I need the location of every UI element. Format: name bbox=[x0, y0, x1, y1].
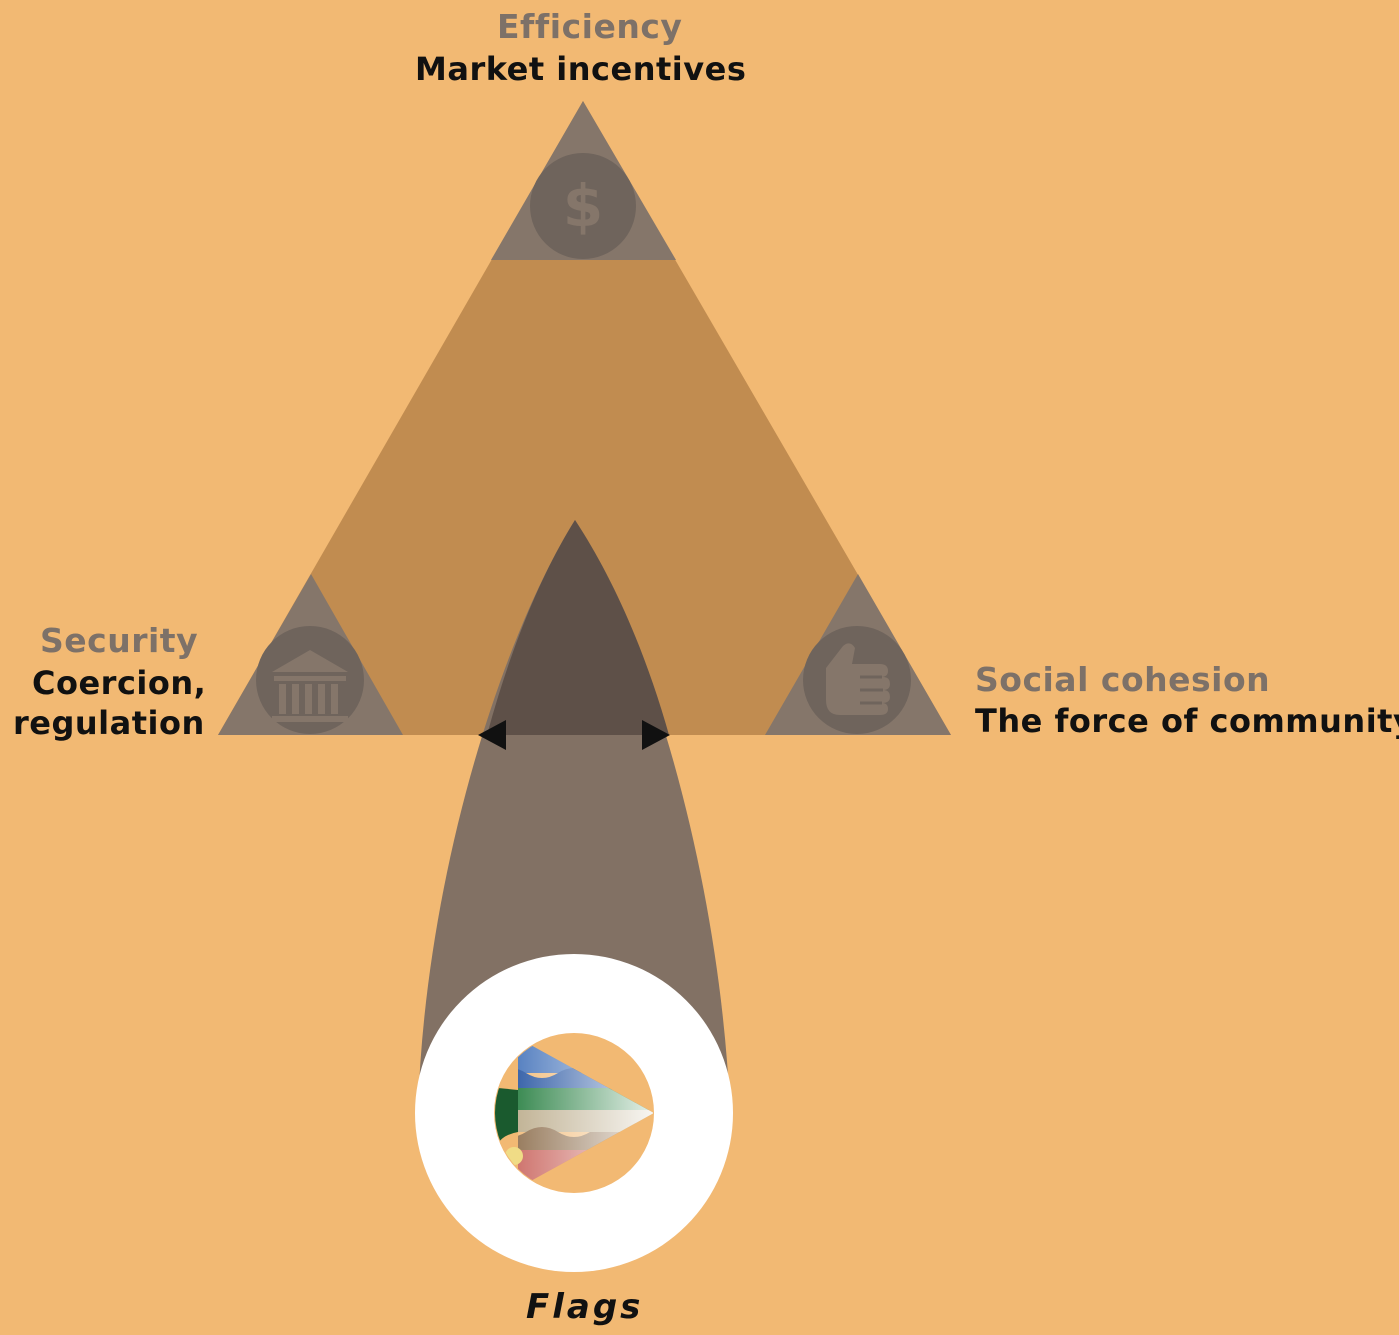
flags-beam-tip bbox=[487, 520, 669, 735]
right-arrowhead bbox=[642, 720, 670, 750]
government-building-icon bbox=[256, 626, 364, 734]
left-description-line1: Coercion, bbox=[32, 664, 207, 702]
svg-text:$: $ bbox=[563, 172, 603, 240]
hand-icon bbox=[803, 626, 911, 734]
right-category-label: Social cohesion bbox=[975, 660, 1271, 699]
dollar-icon: $ bbox=[530, 153, 636, 259]
flags-beam bbox=[418, 520, 730, 1110]
top-description-label: Market incentives bbox=[415, 50, 747, 88]
left-category-label: Security bbox=[40, 621, 199, 660]
flags-label: Flags bbox=[526, 1287, 644, 1327]
main-triangle bbox=[218, 101, 951, 735]
right-description-label: The force of community bbox=[975, 702, 1399, 740]
left-description-line2: regulation bbox=[13, 704, 205, 742]
left-arrowhead bbox=[478, 720, 506, 750]
top-category-label: Efficiency bbox=[497, 7, 683, 46]
